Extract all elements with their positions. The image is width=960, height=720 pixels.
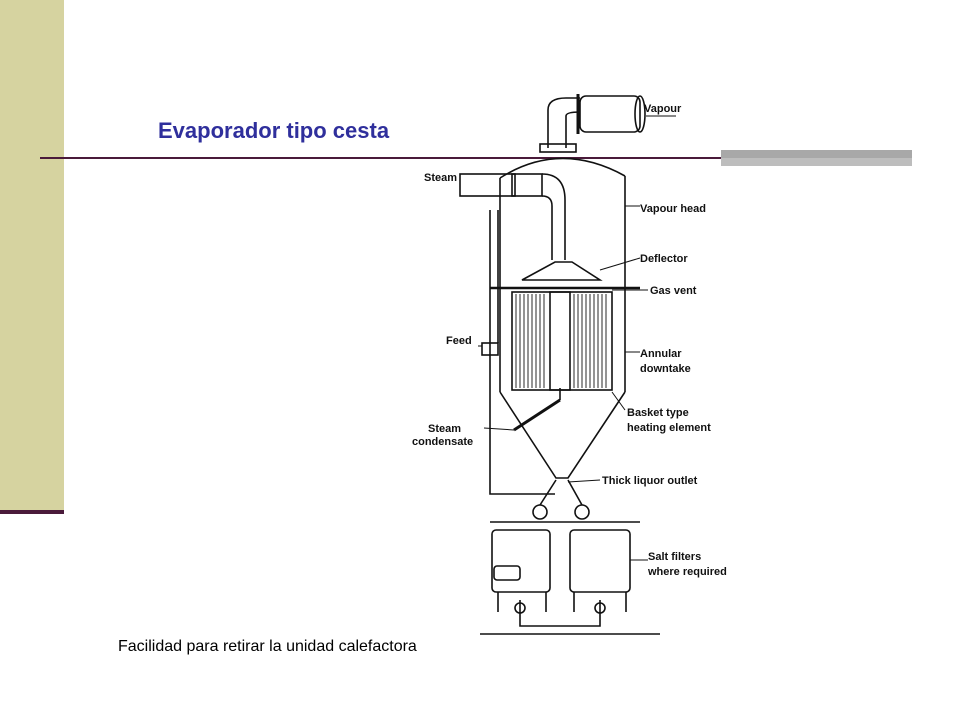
- vapour-elbow: [547, 97, 580, 148]
- label-downtake: downtake: [640, 363, 691, 375]
- left-bar-underline: [0, 510, 64, 514]
- label-annular: Annular: [640, 348, 682, 360]
- label-thick-liquor: Thick liquor outlet: [602, 475, 698, 487]
- valve-left: [532, 504, 548, 520]
- feed-line: [489, 210, 555, 495]
- title-divider: [40, 157, 910, 159]
- condensate-pipe: [513, 398, 561, 432]
- label-deflector: Deflector: [640, 253, 688, 265]
- slide-caption: Facilidad para retirar la unidad calefac…: [118, 638, 417, 655]
- label-vapour: Vapour: [644, 103, 682, 115]
- steam-pipe: [459, 173, 516, 197]
- deflector: [521, 261, 603, 281]
- label-basket-1: Basket type: [627, 407, 689, 419]
- label-feed: Feed: [446, 335, 472, 347]
- salt-filter-right: [569, 529, 631, 593]
- label-steam-cond-2: condensate: [412, 436, 473, 448]
- label-steam: Steam: [424, 172, 457, 184]
- vessel-dome: [499, 157, 626, 179]
- label-steam-cond-1: Steam: [428, 423, 461, 435]
- grey-accent-bar: [721, 150, 912, 160]
- label-salt-1: Salt filters: [648, 551, 701, 563]
- conical-bottom: [499, 391, 626, 479]
- salt-filter-left: [491, 529, 551, 593]
- basket-evaporator-diagram: Vapour Steam Vapour head Deflector Gas v…: [412, 94, 727, 635]
- label-vapour-head: Vapour head: [640, 203, 706, 215]
- left-decorative-bar: [0, 0, 64, 512]
- slide-title: Evaporador tipo cesta: [158, 118, 390, 143]
- label-gas-vent: Gas vent: [650, 285, 697, 297]
- label-basket-2: heating element: [627, 422, 711, 434]
- basket-heating-element: [511, 291, 613, 391]
- vapour-pipe: [579, 95, 641, 133]
- grey-accent-bar-lower: [721, 158, 912, 166]
- label-salt-2: where required: [647, 566, 727, 578]
- valve-right: [574, 504, 590, 520]
